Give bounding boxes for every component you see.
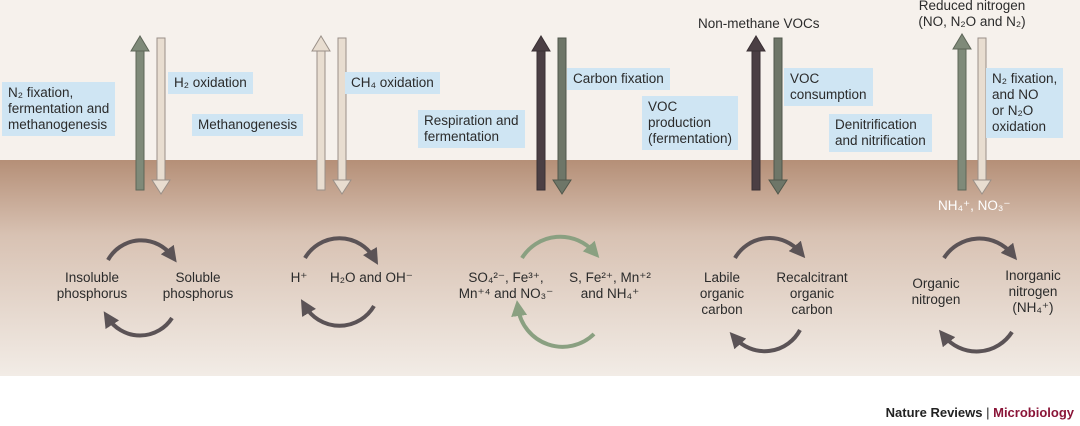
cycle-nitrogen [938, 236, 1018, 354]
cycle-carbon [729, 236, 806, 354]
label-denitrification: Denitrification and nitrification [829, 114, 932, 152]
arrow-down-h2-oxidation [151, 37, 171, 195]
cycle-carbon-left: Labile organic carbon [699, 270, 745, 317]
journal-name: Nature Reviews [885, 405, 983, 420]
journal-credit: Nature Reviews | Microbiology [886, 405, 1074, 420]
arrow-up-respiration [531, 35, 551, 191]
cycle-phosphorus-right: Soluble phosphorus [162, 270, 234, 301]
label-carbon-fixation: Carbon fixation [567, 68, 670, 90]
arrow-down-voc-consumption [768, 37, 788, 195]
label-methanogenesis: Methanogenesis [192, 114, 304, 136]
label-n2-fixation-oxidation: N₂ fixation, and NO or N₂O oxidation [986, 68, 1064, 138]
label-voc-production: VOC production (fermentation) [642, 96, 739, 150]
cycle-redox-left: SO₄²⁻, Fe³⁺, Mn⁺⁴ and NO₃⁻ [458, 270, 554, 301]
bottom-band [0, 376, 1080, 426]
label-h2-oxidation: H₂ oxidation [168, 72, 253, 94]
label-non-methane-vocs: Non-methane VOCs [698, 16, 820, 31]
cycle-water-right: H₂O and OH⁻ [330, 270, 413, 285]
cycle-redox [511, 234, 600, 349]
cycle-carbon-right: Recalcitrant organic carbon [776, 270, 848, 317]
cycle-phosphorus [103, 238, 177, 338]
arrow-down-carbon-fixation [552, 37, 572, 195]
journal-section: Microbiology [993, 405, 1074, 420]
label-nh4-no3: NH₄⁺, NO₃⁻ [938, 198, 1011, 213]
label-respiration: Respiration and fermentation [418, 110, 525, 148]
arrow-up-methanogenesis [311, 35, 331, 191]
flux-arrows [130, 33, 992, 195]
cycle-redox-right: S, Fe²⁺, Mn⁺² and NH₄⁺ [569, 270, 651, 301]
arrow-up-voc-production [746, 35, 766, 191]
cycle-phosphorus-left: Insoluble phosphorus [56, 270, 128, 301]
arrow-up-denitrification [952, 33, 972, 191]
label-reduced-nitrogen: Reduced nitrogen (NO, N₂O and N₂) [918, 0, 1026, 29]
arrow-down-ch4-oxidation [332, 37, 352, 195]
credit-separator: | [982, 405, 994, 420]
label-ch4-oxidation: CH₄ oxidation [345, 72, 440, 94]
cycle-nitrogen-right: Inorganic nitrogen (NH₄⁺) [1005, 268, 1061, 315]
label-n2-fixation: N₂ fixation, fermentation and methanogen… [2, 82, 116, 136]
cycle-water [300, 236, 379, 328]
label-voc-consumption: VOC consumption [784, 68, 873, 106]
cycle-nitrogen-left: Organic nitrogen [911, 276, 961, 307]
arrow-up-n2-fixation [130, 35, 150, 191]
cycle-water-left: H⁺ [290, 270, 308, 285]
